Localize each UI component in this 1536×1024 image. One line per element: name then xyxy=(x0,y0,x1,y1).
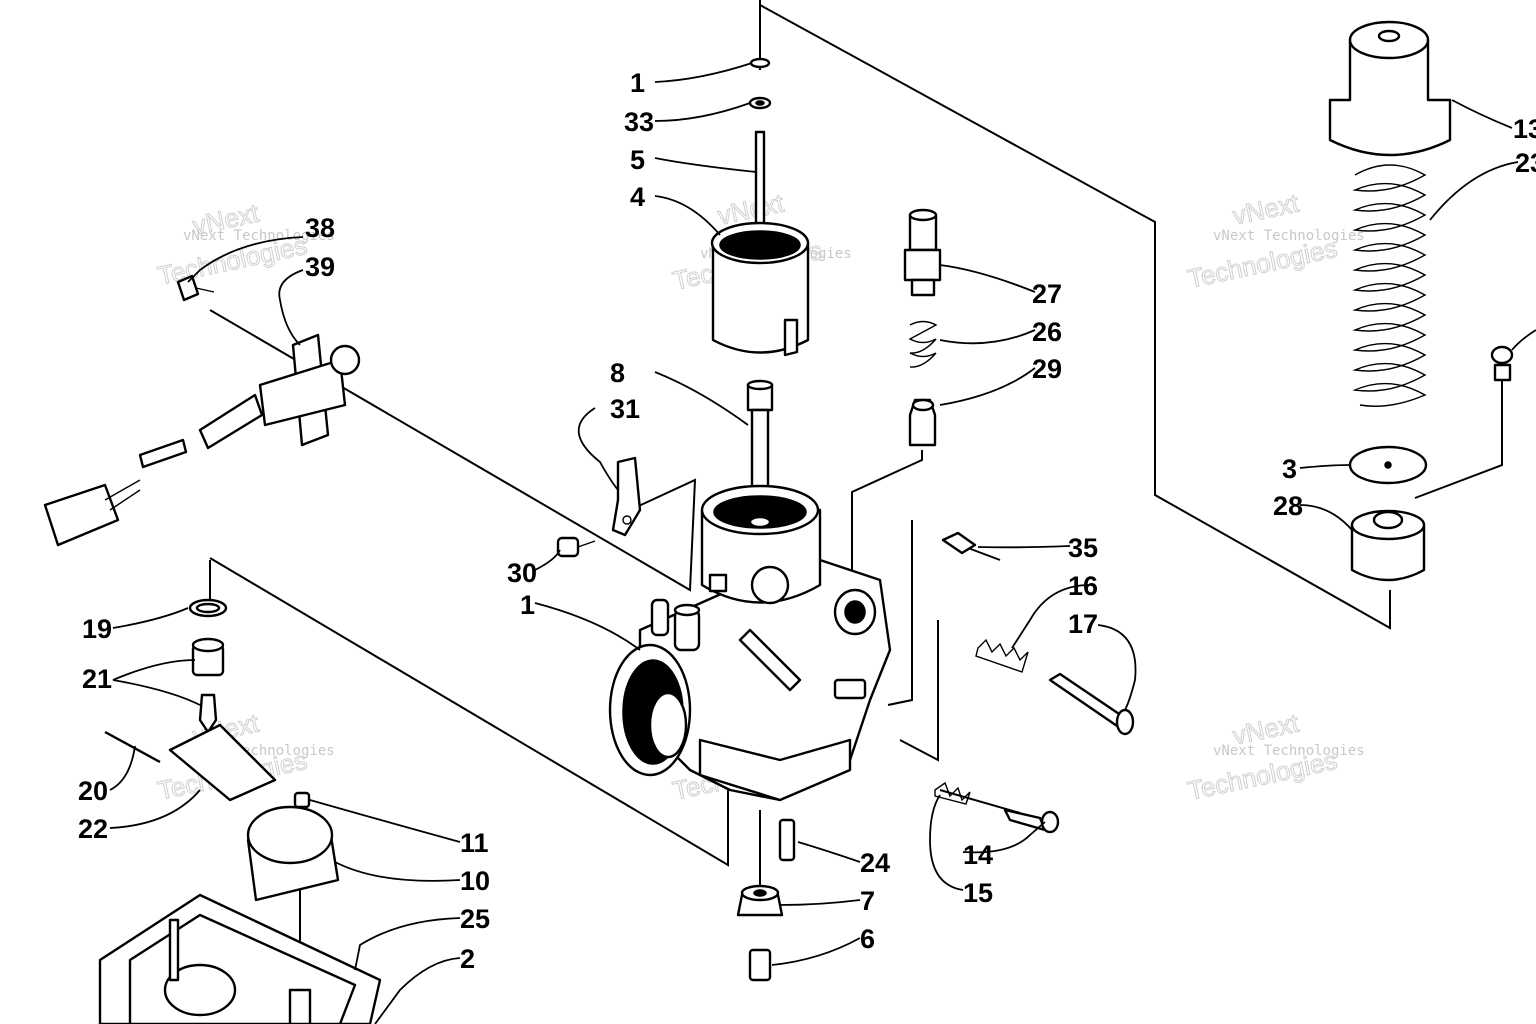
pilot-jet-part xyxy=(903,208,942,297)
screw-38-part xyxy=(176,274,215,302)
label-3: 3 xyxy=(1282,454,1297,484)
label-16: 16 xyxy=(1068,571,1098,601)
label-6: 6 xyxy=(860,924,875,954)
watermark-top-right: vNext vNext Technologies Technologies xyxy=(1185,187,1365,294)
label-38: 38 xyxy=(305,213,335,243)
spring-16-part xyxy=(975,638,1029,673)
plate-3-part xyxy=(1348,445,1428,485)
label-25: 25 xyxy=(460,904,490,934)
jet-holder-29-part xyxy=(908,398,937,447)
label-31: 31 xyxy=(610,394,640,424)
svg-text:vNext Technologies: vNext Technologies xyxy=(1213,228,1365,244)
svg-text:vNext: vNext xyxy=(1230,188,1302,231)
label-4: 4 xyxy=(630,182,645,212)
float-10-part xyxy=(246,805,340,902)
label-35: 35 xyxy=(1068,533,1098,563)
label-20: 20 xyxy=(78,776,108,806)
carburetor-body-part xyxy=(608,484,892,802)
label-39: 39 xyxy=(305,252,335,282)
cable-bracket-part xyxy=(611,456,642,537)
watermark-bottom-right: vNext vNext Technologies Technologies xyxy=(1185,707,1365,806)
float-arm-22-part xyxy=(168,723,277,802)
label-17: 17 xyxy=(1068,609,1098,639)
svg-text:vNext Technologies: vNext Technologies xyxy=(1213,743,1365,759)
label-21: 21 xyxy=(82,664,112,694)
throttle-slide-part xyxy=(710,221,810,357)
main-jet-7-part xyxy=(736,884,784,917)
label-13: 13 xyxy=(1513,114,1536,144)
label-23: 23 xyxy=(1515,148,1536,178)
screw-right-part xyxy=(1490,345,1514,398)
spring-15-part xyxy=(934,781,971,805)
label-19: 19 xyxy=(82,614,112,644)
label-29: 29 xyxy=(1032,354,1062,384)
assembly-guide-lines xyxy=(209,0,1503,1024)
label-24: 24 xyxy=(860,848,890,878)
needle-clip-part xyxy=(749,57,771,69)
washer-part xyxy=(748,96,772,110)
label-8: 8 xyxy=(610,358,625,388)
float-pin-11-part xyxy=(293,791,311,809)
bracket-screw-part xyxy=(556,536,596,558)
spring-23-part xyxy=(1352,164,1427,407)
label-26: 26 xyxy=(1032,317,1062,347)
cap-13-part xyxy=(1328,20,1452,157)
pilot-screw-part xyxy=(1003,808,1060,834)
spring-26-part xyxy=(908,320,938,368)
label-2: 2 xyxy=(460,944,475,974)
label-30: 30 xyxy=(507,558,537,588)
needle-valve-21-part xyxy=(191,637,225,734)
plunger-part xyxy=(941,531,977,555)
float-bowl-gasket-25-part xyxy=(98,893,382,1024)
float-pin-20-part xyxy=(104,730,161,764)
label-10: 10 xyxy=(460,866,490,896)
label-22: 22 xyxy=(78,814,108,844)
needle-jet-part xyxy=(746,379,774,492)
part-labels: 1 33 5 4 8 31 30 1 27 26 29 35 16 17 19 … xyxy=(78,68,1536,974)
label-1: 1 xyxy=(520,590,535,620)
label-14: 14 xyxy=(963,840,993,870)
label-5: 5 xyxy=(630,145,645,175)
label-11: 11 xyxy=(460,828,489,858)
leader-lines xyxy=(109,62,1536,1024)
main-jet-24-part xyxy=(778,818,796,862)
label-28: 28 xyxy=(1273,491,1303,521)
label-27: 27 xyxy=(1032,279,1062,309)
label-7: 7 xyxy=(860,886,875,916)
throttle-sensor-39-part xyxy=(43,333,361,547)
main-jet-6-part xyxy=(748,948,772,982)
svg-text:vNext Technologies: vNext Technologies xyxy=(183,228,335,244)
adjusting-screw-part xyxy=(1048,672,1135,736)
label-15: 15 xyxy=(963,878,993,908)
o-ring-19-part xyxy=(188,598,228,618)
label-33: 33 xyxy=(624,107,654,137)
holder-28-part xyxy=(1350,509,1426,582)
label-9: 1 xyxy=(630,68,645,98)
